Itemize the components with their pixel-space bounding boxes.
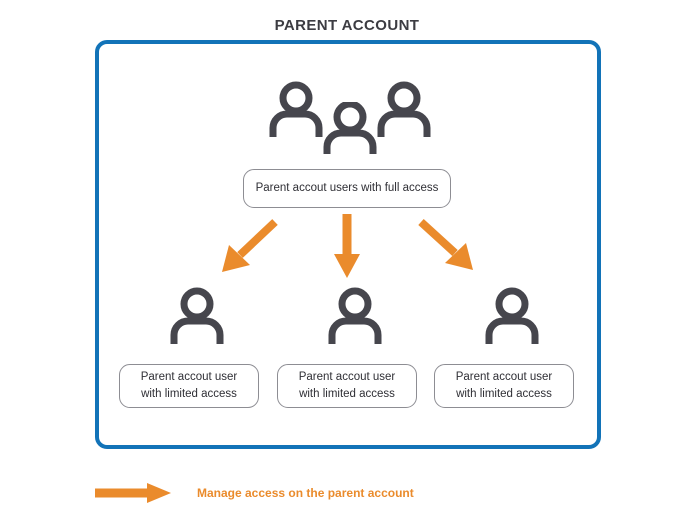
limited-access-label-text-1: Parent accout user with limited access — [141, 369, 238, 402]
limited-access-line2-1: with limited access — [141, 388, 237, 400]
page-title: PARENT ACCOUNT — [274, 17, 420, 34]
full-access-label-box: Parent accout users with full access — [243, 169, 451, 208]
people-group-icon — [265, 79, 435, 154]
limited-access-line2-3: with limited access — [456, 388, 552, 400]
full-access-label-text: Parent accout users with full access — [255, 182, 439, 195]
limited-access-line1-2: Parent accout user — [298, 371, 396, 384]
limited-access-label-text-2: Parent accout user with limited access — [299, 369, 396, 402]
arrow-right-icon — [95, 483, 171, 503]
legend: Manage access on the parent account — [93, 479, 513, 507]
person-icon-center — [319, 102, 381, 154]
legend-text: Manage access on the parent account — [197, 486, 414, 500]
person-icon-child-1 — [166, 287, 228, 345]
limited-access-line2-2: with limited access — [299, 388, 395, 400]
limited-access-line1-1: Parent accout user — [140, 371, 238, 384]
person-icon-child-3 — [481, 287, 543, 345]
person-icon-right — [373, 79, 435, 139]
limited-access-line1-3: Parent accout user — [455, 371, 553, 384]
limited-access-label-box-2: Parent accout user with limited access — [277, 364, 417, 408]
limited-access-label-box-1: Parent accout user with limited access — [119, 364, 259, 408]
limited-access-label-text-3: Parent accout user with limited access — [456, 369, 553, 402]
limited-access-label-box-3: Parent accout user with limited access — [434, 364, 574, 408]
person-icon-left — [265, 79, 327, 139]
person-icon-child-2 — [324, 287, 386, 345]
